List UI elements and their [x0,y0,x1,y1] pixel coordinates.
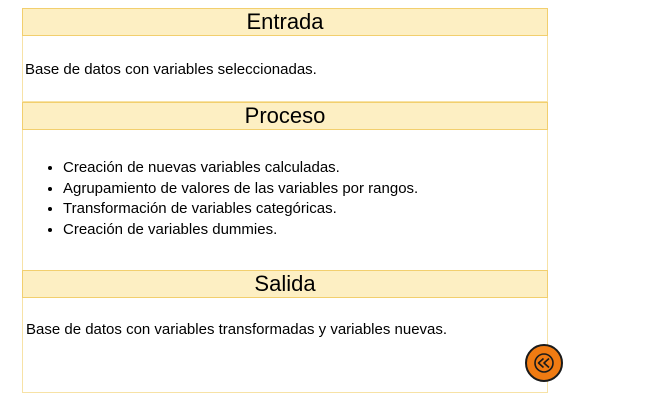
entrada-section: Entrada Base de datos con variables sele… [22,8,548,102]
proceso-list-item: Transformación de variables categóricas. [63,199,547,220]
proceso-list-item: Creación de variables dummies. [63,220,547,241]
rewind-icon [533,352,555,374]
salida-header: Salida [22,270,548,298]
salida-section: Salida Base de datos con variables trans… [22,270,548,393]
proceso-header: Proceso [22,102,548,130]
proceso-list-item: Creación de nuevas variables calculadas. [63,158,547,179]
proceso-list: Creación de nuevas variables calculadas.… [23,158,547,240]
proceso-section: Proceso Creación de nuevas variables cal… [22,102,548,271]
entrada-header: Entrada [22,8,548,36]
proceso-body: Creación de nuevas variables calculadas.… [22,130,548,271]
salida-body: Base de datos con variables transformada… [22,298,548,393]
rewind-button[interactable] [525,344,563,382]
proceso-list-item: Agrupamiento de valores de las variables… [63,179,547,200]
entrada-body: Base de datos con variables seleccionada… [22,36,548,102]
